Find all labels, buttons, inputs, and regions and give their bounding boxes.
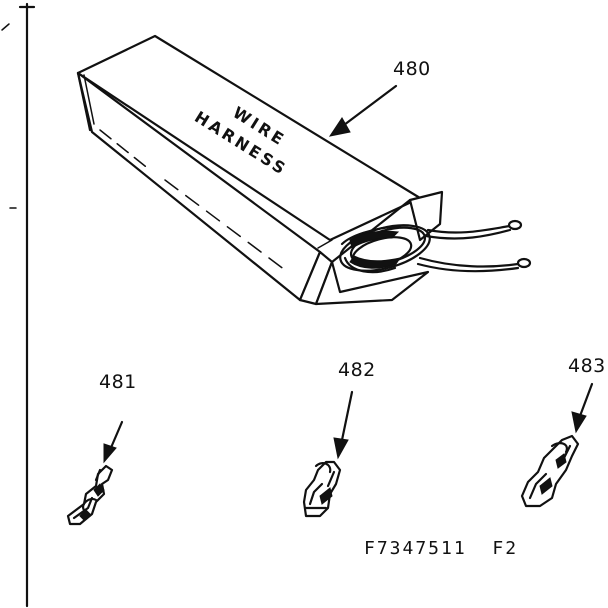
part-number-480: 480 bbox=[393, 58, 431, 80]
callout-483: 483 bbox=[568, 355, 606, 434]
part-number-482: 482 bbox=[338, 359, 376, 381]
callout-481: 481 bbox=[99, 371, 137, 464]
part-number-483: 483 bbox=[568, 355, 606, 377]
terminal-483 bbox=[520, 434, 580, 508]
arrowhead-icon bbox=[103, 443, 117, 464]
page-margin-rule bbox=[1, 2, 36, 608]
arrowhead-icon bbox=[328, 117, 351, 137]
wire-harness-box: WIRE HARNESS bbox=[76, 34, 532, 306]
figure-code: F7347511 F2 bbox=[364, 538, 518, 559]
callout-482: 482 bbox=[333, 359, 376, 460]
callout-480: 480 bbox=[328, 58, 431, 137]
arrowhead-icon bbox=[333, 437, 349, 460]
wire-leads bbox=[416, 219, 532, 273]
arrowhead-icon bbox=[571, 411, 587, 434]
part-number-481: 481 bbox=[99, 371, 137, 393]
terminal-482 bbox=[302, 460, 342, 518]
terminal-481 bbox=[66, 464, 114, 526]
wire-coil bbox=[339, 224, 431, 274]
